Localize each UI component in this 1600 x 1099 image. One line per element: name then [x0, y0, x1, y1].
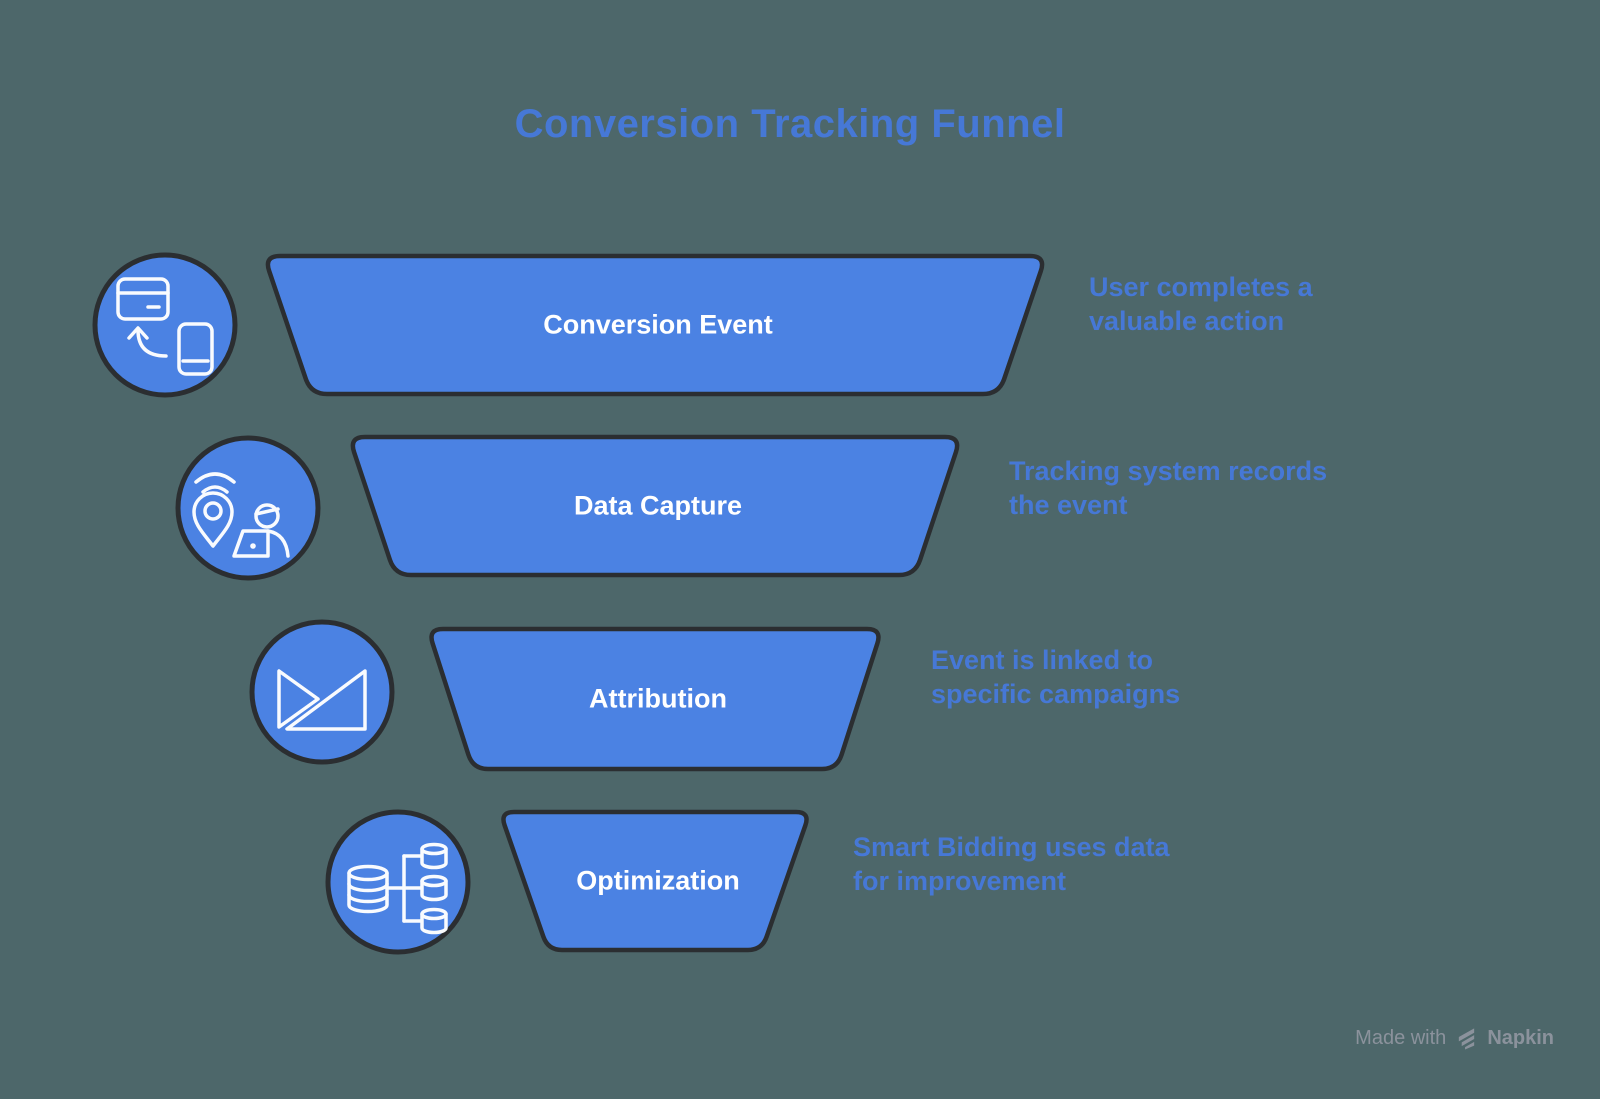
made-with-text: Made with	[1355, 1026, 1447, 1049]
stage-description-4: Smart Bidding uses data for improvement	[853, 830, 1170, 898]
stage-description-1: User completes a valuable action	[1089, 270, 1313, 338]
stage-description-3-line-2: specific campaigns	[931, 679, 1181, 709]
stage-description-2: Tracking system records the event	[1009, 454, 1327, 522]
page-title: Conversion Tracking Funnel	[514, 102, 1066, 146]
stage-label-optimization: Optimization	[576, 865, 740, 896]
stage-description-3-line-1: Event is linked to	[931, 645, 1154, 675]
funnel-stage-shape-data-capture	[350, 434, 960, 578]
stage-description-4-line-2: for improvement	[853, 866, 1067, 896]
stage-label-conversion-event: Conversion Event	[543, 309, 773, 340]
location-pin-tracking-icon	[192, 472, 290, 558]
stage-description-2-line-2: the event	[1009, 490, 1128, 520]
funnel-stage-shape-optimization	[501, 809, 809, 953]
stage-description-1-line-1: User completes a	[1089, 272, 1313, 302]
stage-description-3: Event is linked to specific campaigns	[931, 643, 1180, 711]
stage-icon-badge-1	[92, 252, 238, 398]
funnel-stage-shape-attribution	[429, 626, 881, 772]
napkin-logo-icon	[1459, 1028, 1475, 1050]
database-distribution-icon	[347, 842, 448, 935]
stage-label-data-capture: Data Capture	[573, 490, 743, 521]
funnel-stage-shape-conversion-event	[265, 253, 1045, 397]
stage-icon-badge-3	[249, 619, 395, 765]
card-to-phone-icon	[116, 277, 214, 376]
stage-description-4-line-1: Smart Bidding uses data	[853, 832, 1170, 862]
stage-label-attribution: Attribution	[589, 683, 727, 714]
made-with-napkin-footer: Made with Napkin	[1355, 1026, 1554, 1050]
napkin-brand-text: Napkin	[1487, 1026, 1554, 1049]
triangles-growth-icon	[277, 669, 367, 731]
stage-description-2-line-1: Tracking system records	[1009, 456, 1328, 486]
stage-description-1-line-2: valuable action	[1089, 306, 1285, 336]
